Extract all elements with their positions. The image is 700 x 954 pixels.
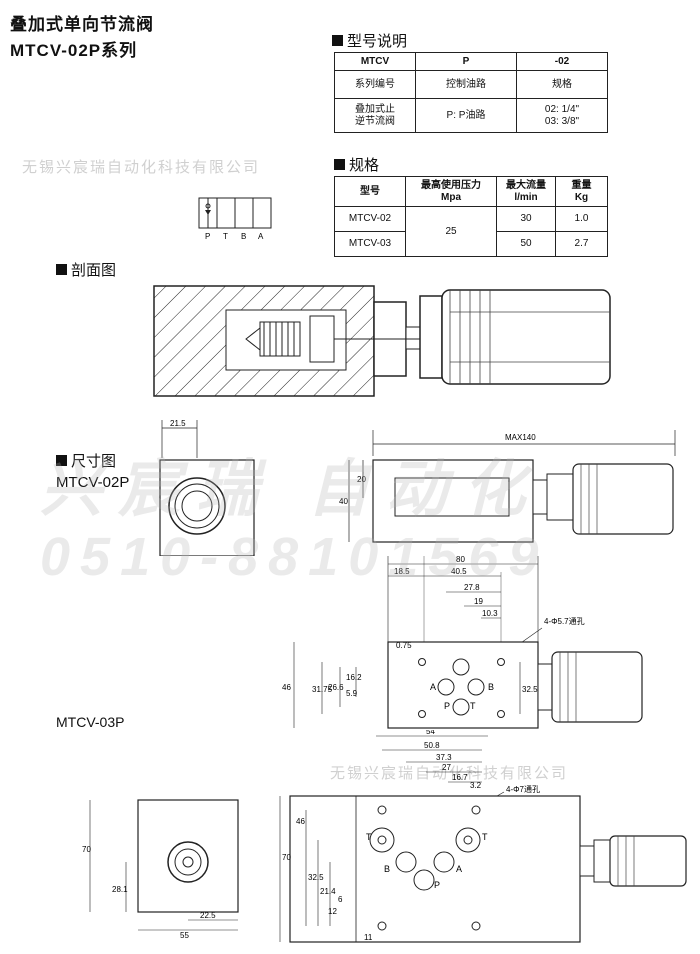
svg-text:19: 19 [474,597,483,606]
spec-model: MTCV-02 [334,206,406,232]
svg-text:80: 80 [456,555,465,564]
svg-text:T: T [470,701,476,711]
svg-text:5.9: 5.9 [346,689,358,698]
svg-text:20: 20 [357,475,366,484]
spec-model: MTCV-03 [334,231,406,257]
svg-text:50.8: 50.8 [424,741,440,750]
svg-text:21.4: 21.4 [320,887,336,896]
front-view-03p: 70 28.1 22.5 55 [82,799,239,940]
spec-pressure: 25 [405,206,497,257]
hole-note: 4-Φ7通孔 [506,784,540,794]
section-bullet-icon [334,159,345,170]
svg-text:P: P [444,701,450,711]
svg-text:21.5: 21.5 [170,419,186,428]
svg-text:A: A [430,682,436,692]
model-cell: P: P油路 [415,98,517,133]
svg-text:40.5: 40.5 [451,567,467,576]
svg-text:0.75: 0.75 [396,641,412,650]
hydraulic-symbol: P T B A [198,197,272,241]
svg-text:54: 54 [426,730,435,736]
model-col-size: -02 [516,52,608,71]
page-subtitle: MTCV-02P系列 [10,41,138,60]
svg-text:46: 46 [282,683,291,692]
svg-text:T: T [366,832,372,842]
svg-text:40: 40 [339,497,348,506]
svg-text:MAX140: MAX140 [505,433,536,442]
svg-text:27: 27 [442,763,451,772]
spec-section-heading: 规格 [334,154,379,175]
page-title: 叠加式单向节流阀 [10,15,154,34]
section-bullet-icon [56,455,67,466]
model-section-heading: 型号说明 [332,30,407,51]
front-view-02p: 21.5 [159,419,255,556]
svg-text:28.1: 28.1 [112,885,128,894]
svg-text:27.8: 27.8 [464,583,480,592]
svg-text:10.3: 10.3 [482,609,498,618]
svg-text:6: 6 [338,895,343,904]
svg-text:70: 70 [82,845,91,854]
model-02p-label: MTCV-02P [56,474,130,491]
svg-text:22.5: 22.5 [200,911,216,920]
port-label: B [241,232,246,241]
model-col-series: MTCV [334,52,416,71]
port-label: T [223,232,228,241]
svg-text:26.6: 26.6 [328,683,344,692]
svg-text:46: 46 [296,817,305,826]
model-col-port: P [415,52,517,71]
svg-text:31.75: 31.75 [312,685,333,694]
svg-text:32.5: 32.5 [308,873,324,882]
model-03p-label: MTCV-03P [56,714,125,730]
watermark-phone: 0510-88101569 [40,527,549,587]
spec-weight: 2.7 [555,231,608,257]
svg-text:P: P [434,880,440,890]
svg-text:A: A [456,864,462,874]
svg-text:11: 11 [364,933,373,942]
top-view-03p: 54 50.8 37.3 27 16.7 3.2 4-Φ7通孔 T T B A … [279,730,687,943]
watermark-company: 无锡兴宸瑞自动化科技有限公司 [330,765,569,782]
watermark-company: 无锡兴宸瑞自动化科技有限公司 [22,159,261,176]
svg-text:T: T [482,832,488,842]
section-view-drawing [153,285,611,397]
svg-text:55: 55 [180,931,189,940]
model-table: MTCV P -02 系列编号 控制油路 规格 叠加式止逆节流阀 P: P油路 … [334,52,608,133]
port-label: A [258,232,264,241]
svg-text:32.5: 32.5 [522,685,538,694]
model-cell: 叠加式止逆节流阀 [334,98,416,133]
svg-text:18.5: 18.5 [394,567,410,576]
spec-flow: 50 [496,231,556,257]
watermark-big: 兴宸瑞 自动化 [40,455,542,524]
model-cell: 系列编号 [334,70,416,99]
svg-text:16.2: 16.2 [346,673,362,682]
spec-weight: 1.0 [555,206,608,232]
section-view-heading: 剖面图 [56,259,116,280]
dimension-heading: 尺寸图 [56,450,116,471]
model-cell: 规格 [516,70,608,99]
svg-text:12: 12 [328,907,337,916]
svg-text:70: 70 [282,853,291,862]
svg-text:37.3: 37.3 [436,753,452,762]
model-cell: 控制油路 [415,70,517,99]
svg-text:16.7: 16.7 [452,773,468,782]
section-bullet-icon [332,35,343,46]
hole-note: 4-Φ5.7通孔 [544,616,585,626]
section-bullet-icon [56,264,67,275]
top-view-02p: 80 18.5 40.5 27.8 19 10.3 4-Φ5.7通孔 A B P… [282,555,643,729]
side-view-02p: MAX140 40 20 [339,430,676,543]
svg-text:B: B [488,682,494,692]
port-label: P [205,232,210,241]
svg-text:B: B [384,864,390,874]
model-cell: 02: 1/4"03: 3/8" [516,98,608,133]
spec-flow: 30 [496,206,556,232]
svg-text:3.2: 3.2 [470,781,482,790]
